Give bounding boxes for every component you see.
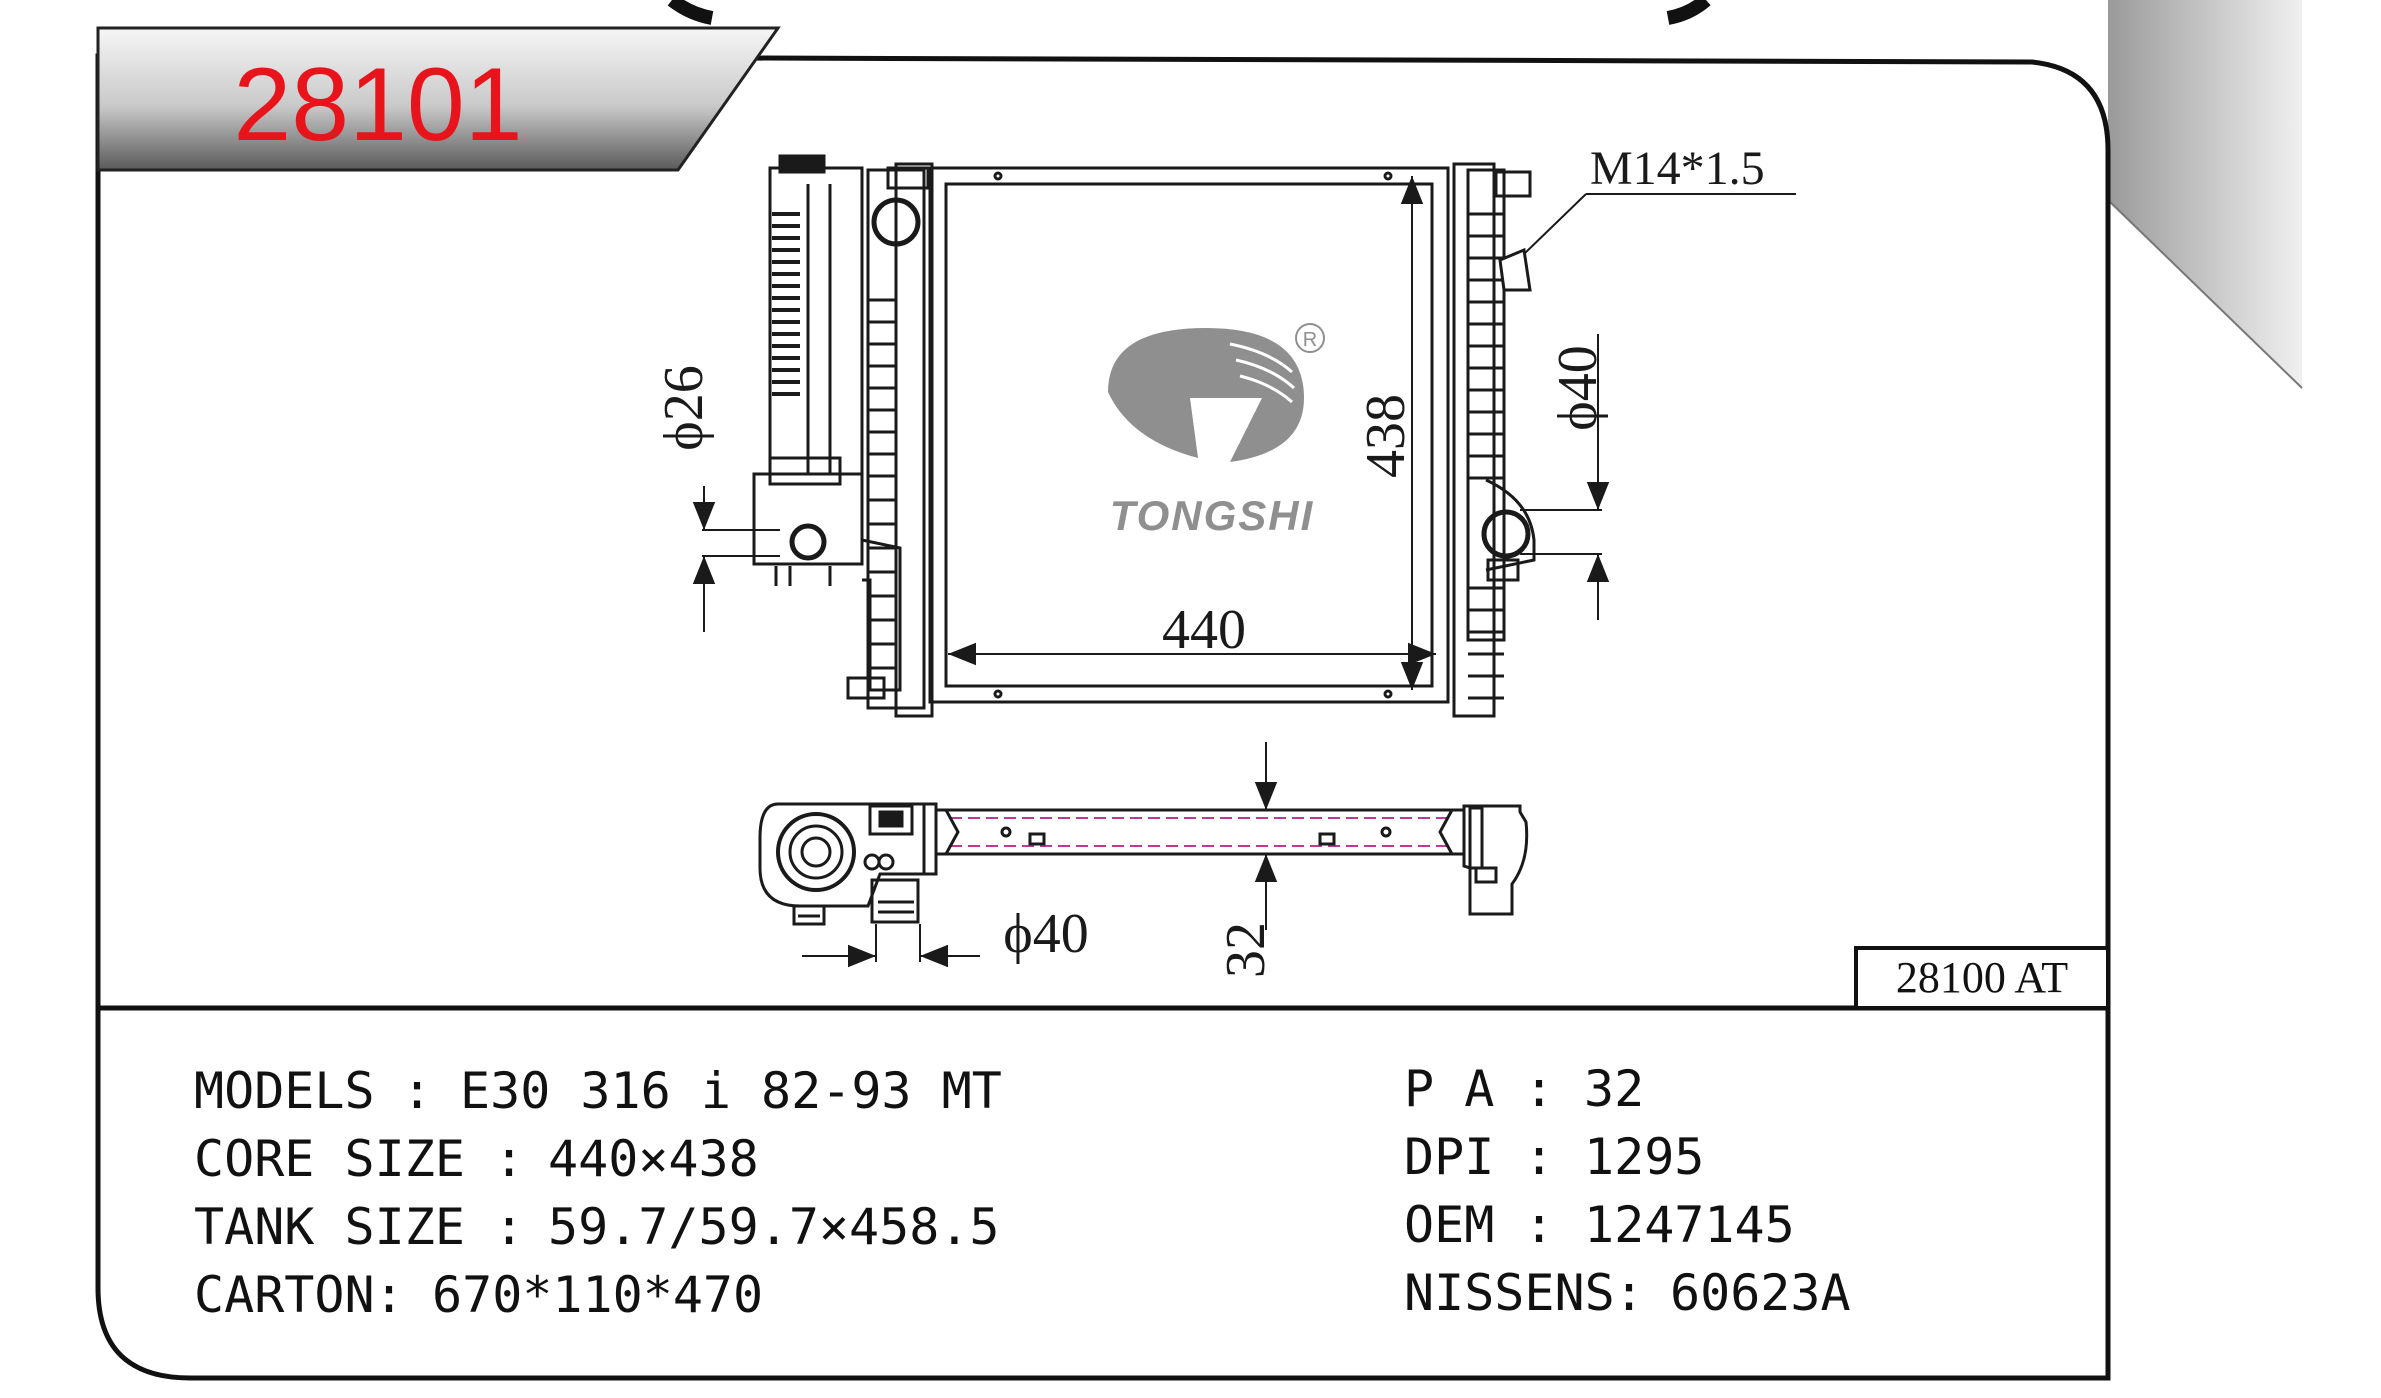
top-decor [667,0,1711,25]
spec-sep-tank-size: : [494,1198,524,1256]
spec-sep-oem: : [1524,1196,1554,1254]
core-width-label: 440 [1162,599,1246,661]
core-tube [934,808,1466,856]
alt-part-number: 28100 AT [1896,953,2068,1002]
right-housing [1462,804,1529,916]
spec-label-core-size: CORE SIZE [194,1130,465,1188]
left-diameter-label: ϕ26 [653,365,715,450]
bottom-diameter-label: ϕ40 [1003,903,1088,965]
top-dimensions [802,742,1296,968]
spec-sep-nissens: : [1614,1264,1644,1322]
radiator-top-view [758,802,1529,926]
spec-label-nissens: NISSENS [1404,1264,1615,1322]
right-diameter-label: ϕ40 [1547,345,1609,430]
spec-sep-dpi: : [1524,1128,1554,1186]
spec-value-tank-size: 59.7/59.7×458.5 [548,1198,1000,1256]
upper-inlet-port [871,197,921,247]
front-dimensions [692,176,1796,690]
front-dimension-labels: 440 438 M14*1.5 ϕ26 ϕ40 [653,142,1765,661]
core-height-label: 438 [1355,394,1417,478]
tongshi-logo: R TONGSHI [1108,323,1325,539]
main-frame [95,53,2111,1381]
spec-value-nissens: 60623A [1670,1264,1851,1322]
radiator-front-view [752,154,1536,718]
core-thickness-label: 32 [1215,922,1277,978]
spec-sep-models: : [402,1062,432,1120]
spec-value-core-size: 440×438 [548,1130,759,1188]
spec-label-dpi: DPI [1404,1128,1494,1186]
top-dimension-labels: ϕ40 32 [1003,903,1277,978]
lower-left-port [789,523,827,561]
spec-value-pa: 32 [1584,1060,1644,1118]
spec-value-oem: 1247145 [1584,1196,1795,1254]
spec-value-dpi: 1295 [1584,1128,1704,1186]
side-panel-decor [2108,0,2302,388]
brand-name: TONGSHI [1110,492,1315,539]
spec-sep-carton: : [374,1266,404,1324]
part-number: 28101 [233,47,522,163]
spec-value-carton: 670*110*470 [432,1266,763,1324]
right-tank [1452,162,1496,718]
spec-label-carton: CARTON [194,1266,375,1324]
spec-label-pa: P A [1404,1060,1494,1118]
alt-part-box: 28100 AT [1854,946,2110,1010]
registered-mark-icon [1295,323,1325,353]
spec-list-right: P A : 32 DPI : 1295 OEM : 1247145 NISSEN… [1404,1060,1851,1322]
spec-label-models: MODELS [194,1062,375,1120]
thread-label: M14*1.5 [1590,142,1765,195]
spec-list-left: MODELS : E30 316 i 82-93 MT CORE SIZE : … [194,1062,1002,1324]
spec-label-oem: OEM [1404,1196,1494,1254]
spec-value-models: E30 316 i 82-93 MT [460,1062,1002,1120]
spec-label-tank-size: TANK SIZE [194,1198,465,1256]
drain-plug [1498,247,1532,292]
logo-emblem-icon [1108,328,1304,462]
part-number-banner: 28101 [96,26,781,172]
right-outlet-port [1481,509,1531,559]
registered-mark: R [1303,329,1317,351]
spec-sep-pa: : [1524,1060,1554,1118]
spec-sep-core-size: : [494,1130,524,1188]
